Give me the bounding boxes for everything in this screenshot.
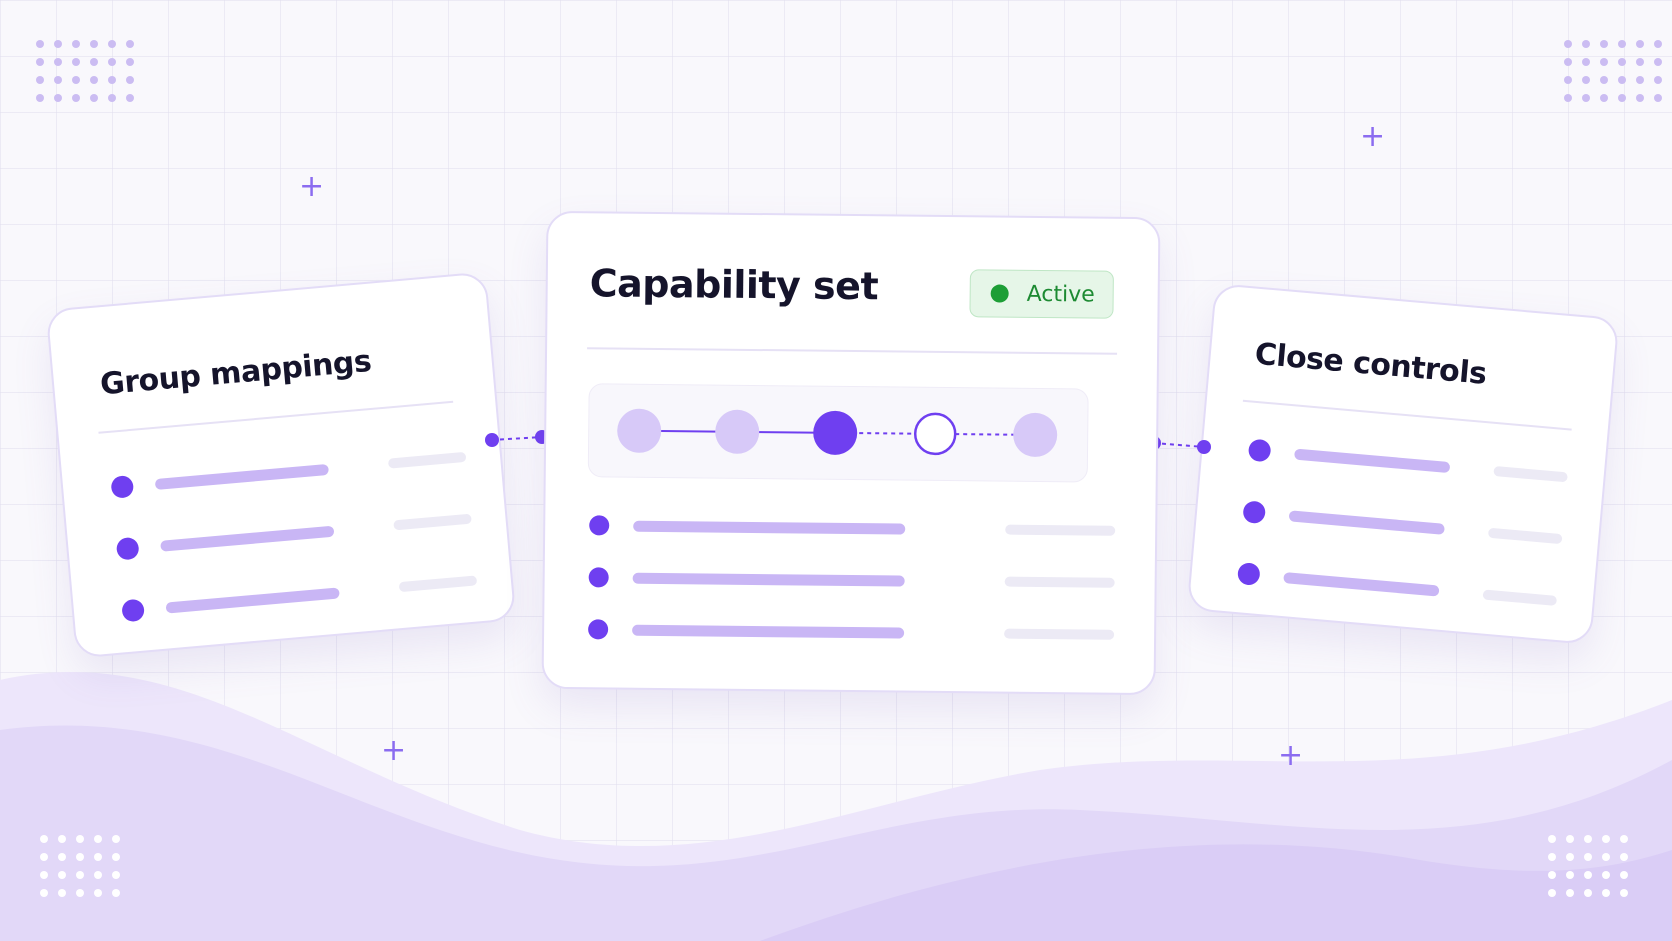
list-item-bar — [1283, 572, 1440, 597]
list-item-bar — [154, 463, 330, 491]
card-title: Close controls — [1253, 336, 1488, 392]
dot-grid-bottom-right — [1548, 835, 1628, 897]
group-mappings-card[interactable]: Group mappings — [45, 271, 517, 659]
list-item-value — [1482, 589, 1558, 606]
list-item-value — [1005, 524, 1116, 536]
plus-icon: + — [1360, 119, 1386, 154]
list-item-value — [387, 451, 467, 469]
list-item-dot — [121, 598, 146, 623]
list-item-value — [1493, 465, 1568, 483]
list-item-bar — [165, 587, 340, 614]
stepper-track — [617, 408, 1058, 457]
plus-icon: + — [299, 169, 325, 204]
list-item-bar — [1288, 510, 1445, 535]
list-item-value — [1487, 527, 1563, 545]
status-badge-label: Active — [1026, 281, 1095, 308]
capability-set-card[interactable]: Capability set Active — [541, 210, 1161, 696]
list-item-dot — [1247, 438, 1272, 463]
step-current — [813, 410, 858, 455]
card-title: Capability set — [589, 261, 879, 309]
dot-grid-bottom-left — [40, 835, 120, 897]
list-item-bar — [632, 572, 905, 587]
list-item-bar — [632, 624, 905, 639]
list-item-bar — [1293, 448, 1451, 474]
list-item-dot — [115, 536, 140, 561]
plus-icon: + — [1278, 738, 1304, 773]
step-completed — [715, 409, 760, 454]
step-completed — [617, 408, 662, 453]
divider — [587, 347, 1118, 355]
list-item-dot — [1236, 562, 1261, 586]
plus-icon: + — [381, 733, 407, 768]
close-controls-card[interactable]: Close controls — [1186, 282, 1620, 646]
card-title: Group mappings — [98, 343, 373, 403]
divider — [98, 400, 454, 434]
step-upcoming — [1013, 412, 1058, 457]
status-badge: Active — [969, 269, 1114, 319]
list-item-value — [1004, 628, 1115, 640]
list-item-value — [398, 575, 478, 593]
list-item-dot — [588, 619, 609, 640]
dot-grid-top-right — [1564, 40, 1662, 102]
status-dot-icon — [990, 284, 1009, 303]
progress-stepper — [587, 383, 1089, 483]
dot-grid-top-left — [36, 40, 134, 102]
divider — [1242, 399, 1572, 431]
list-item-dot — [588, 567, 609, 588]
step-pending — [913, 412, 957, 456]
list-item-bar — [633, 520, 906, 535]
list-item-value — [393, 513, 472, 531]
list-item-dot — [589, 515, 610, 536]
list-item-value — [1004, 576, 1115, 588]
list-item-dot — [1242, 500, 1267, 525]
list-item-dot — [110, 474, 135, 499]
connector-left — [485, 430, 549, 447]
list-item-bar — [160, 525, 335, 552]
